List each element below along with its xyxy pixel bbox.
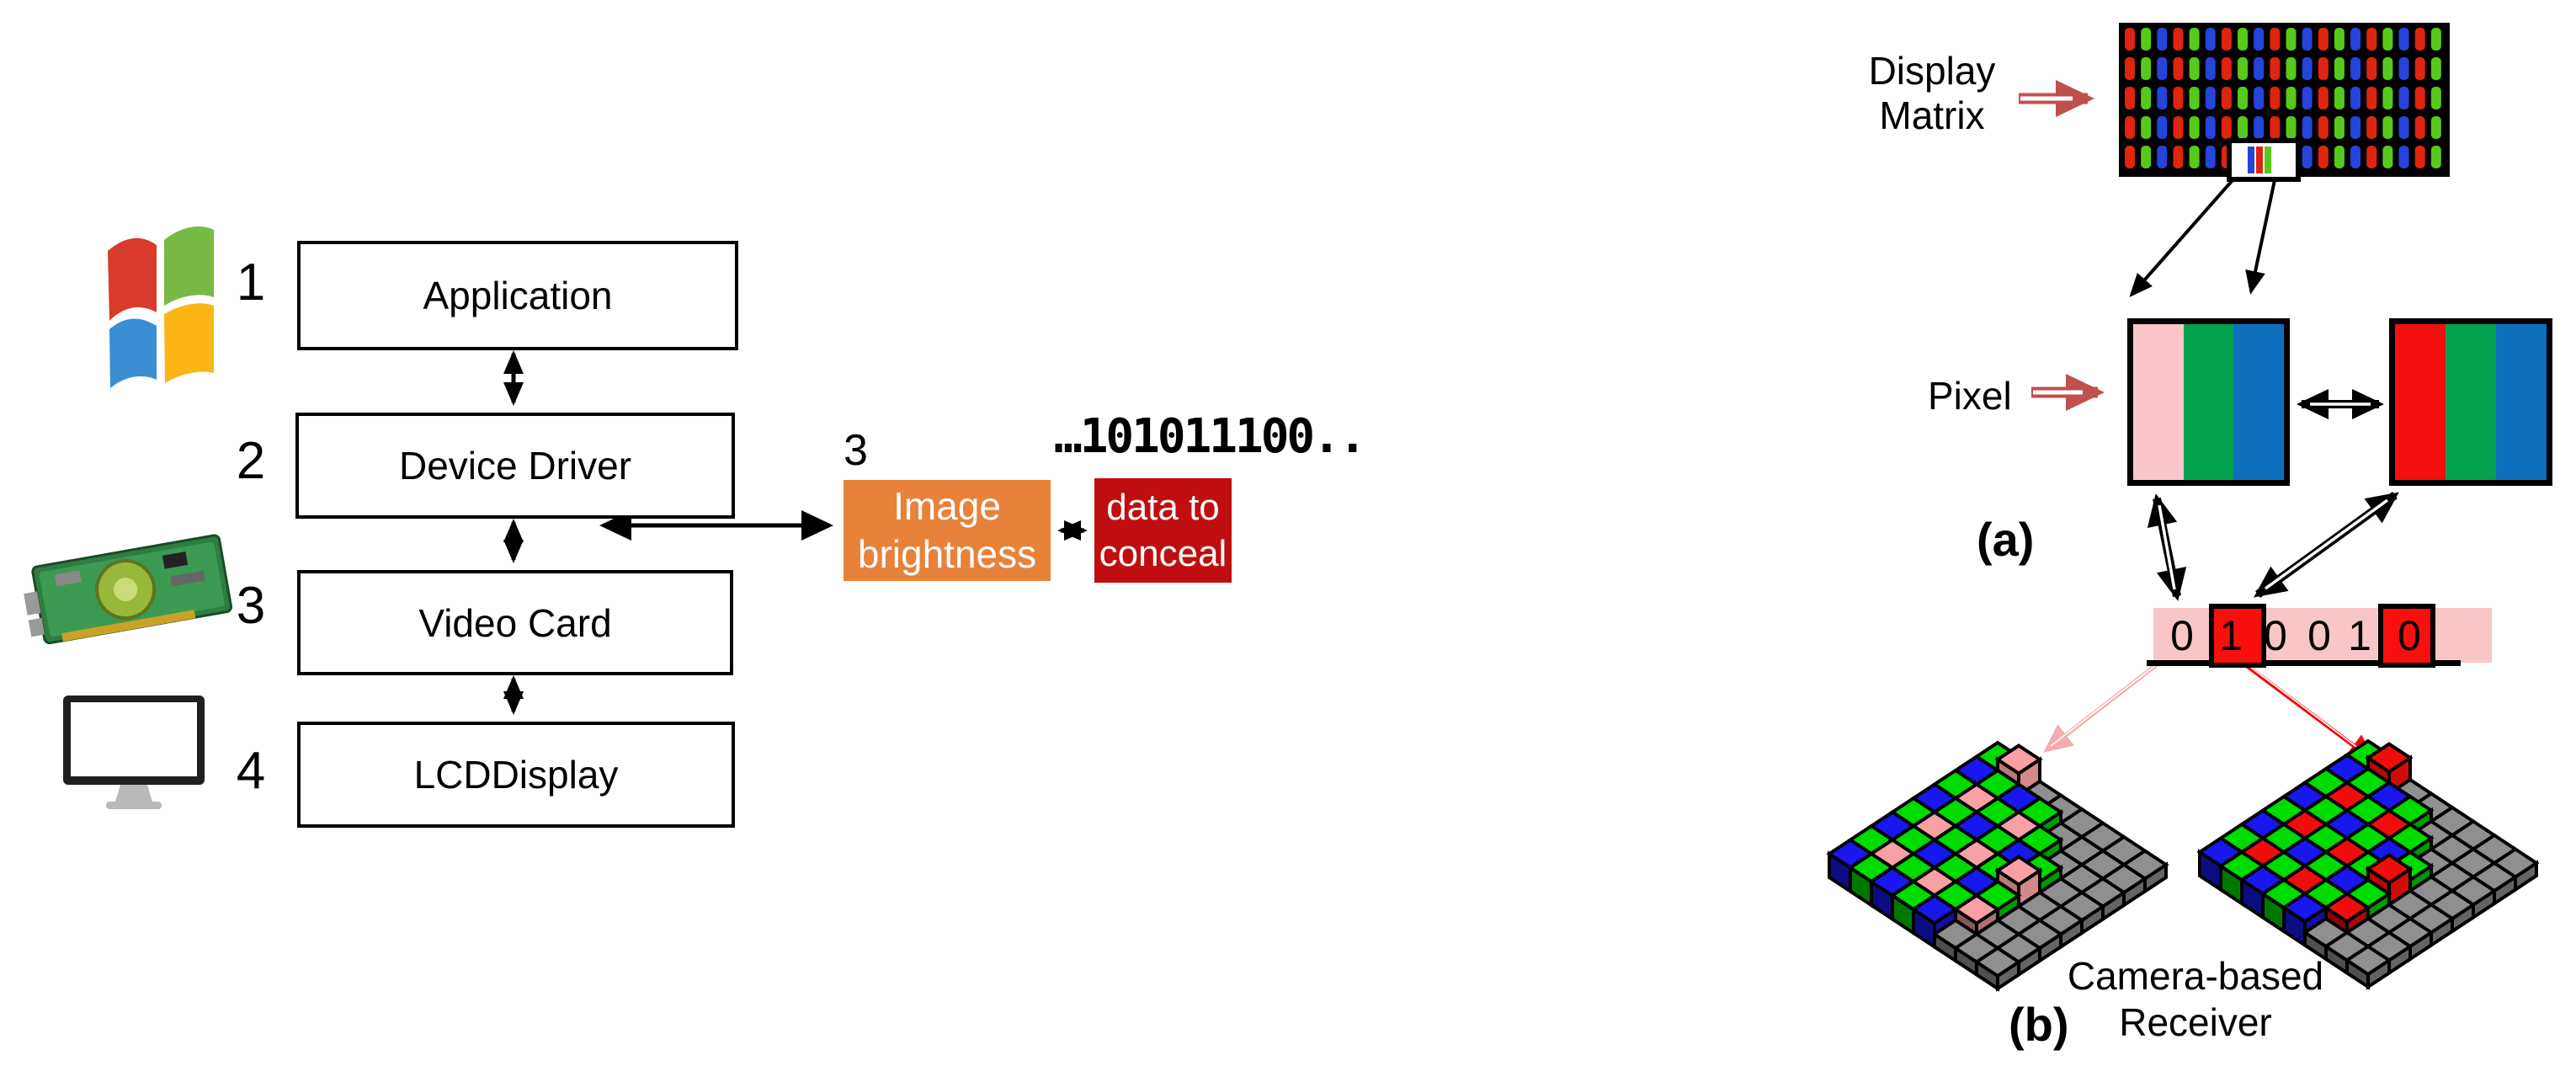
bit-wave-segment	[2266, 660, 2378, 666]
encoder-step-label: 3	[844, 426, 868, 475]
callout-arrows	[2019, 80, 2105, 411]
display-matrix-label-line1: Display	[1868, 49, 1996, 93]
step-number-4: 4	[236, 742, 266, 800]
bit-box-high-2	[2378, 604, 2435, 668]
flow-box-lcd-display-label: LCDDisplay	[413, 753, 619, 797]
stack-arrows	[503, 350, 1088, 715]
matrix-zoom-lines	[2129, 179, 2276, 297]
flow-box-device-driver: Device Driver	[295, 413, 735, 519]
bit-wave-segment	[2147, 660, 2211, 666]
bit-digit: 0	[2307, 611, 2331, 659]
data-to-conceal-box: data to conceal	[1094, 478, 1232, 583]
image-brightness-box: Image brightness	[844, 480, 1051, 581]
monitor-icon	[63, 696, 205, 809]
bit-strip: 0 1 0 0 1 0	[2147, 604, 2492, 668]
pixel-right-blue-subpixel	[2496, 324, 2547, 480]
camera-sensor-grid-left	[1826, 740, 2169, 992]
pixel-label: Pixel	[1928, 374, 2012, 418]
caption-b: (b)	[2009, 998, 2069, 1051]
flow-box-video-card: Video Card	[297, 570, 733, 675]
bit-box-high-1	[2209, 604, 2266, 668]
flow-box-device-driver-label: Device Driver	[398, 444, 632, 488]
bit-digit: 0	[2170, 611, 2194, 659]
pixel-right-green-subpixel	[2446, 324, 2496, 480]
binary-string: …101011100..	[1054, 409, 1367, 464]
bit-digit: 0	[2398, 611, 2421, 659]
camera-receiver-line1: Camera-based	[2067, 954, 2324, 998]
flow-box-lcd-display: LCDDisplay	[297, 722, 735, 828]
flow-box-application-label: Application	[423, 274, 613, 317]
data-to-conceal-line1: data to	[1106, 487, 1220, 528]
bit-digit: 1	[2348, 611, 2371, 659]
pixel-left-blue-subpixel	[2233, 324, 2285, 480]
image-brightness-line2: brightness	[857, 532, 1037, 576]
display-matrix-label: Display Matrix	[1848, 49, 2016, 138]
bit-digit: 0	[2264, 611, 2287, 659]
pixel-left-red-subpixel	[2133, 324, 2184, 480]
display-matrix-image	[2119, 23, 2450, 182]
flow-box-application: Application	[297, 241, 738, 350]
image-brightness-line1: Image	[893, 483, 1001, 528]
pixel-link-arrows	[2147, 389, 2399, 601]
display-matrix-label-line2: Matrix	[1879, 93, 1985, 137]
video-card-icon	[24, 534, 233, 645]
bit-wave-segment	[2435, 660, 2461, 666]
step-number-3: 3	[236, 577, 266, 635]
step-number-2: 2	[236, 432, 266, 490]
pixel-closeup-right	[2389, 318, 2552, 486]
camera-sensor-grid-right	[2196, 738, 2540, 990]
camera-receiver-label: Camera-based Receiver	[2061, 953, 2330, 1046]
camera-receiver-line2: Receiver	[2119, 1000, 2272, 1044]
strip-to-grid-lines	[2043, 663, 2376, 763]
pixel-left-green-subpixel	[2183, 324, 2234, 480]
bit-digit: 1	[2219, 611, 2243, 659]
step-number-1: 1	[236, 253, 266, 312]
pixel-right-red-subpixel	[2395, 324, 2446, 480]
caption-a: (a)	[1977, 513, 2035, 566]
data-to-conceal-line2: conceal	[1099, 533, 1227, 574]
pixel-closeup-left	[2127, 318, 2290, 486]
windows-logo-icon	[108, 227, 214, 388]
flow-box-video-card-label: Video Card	[418, 600, 612, 645]
